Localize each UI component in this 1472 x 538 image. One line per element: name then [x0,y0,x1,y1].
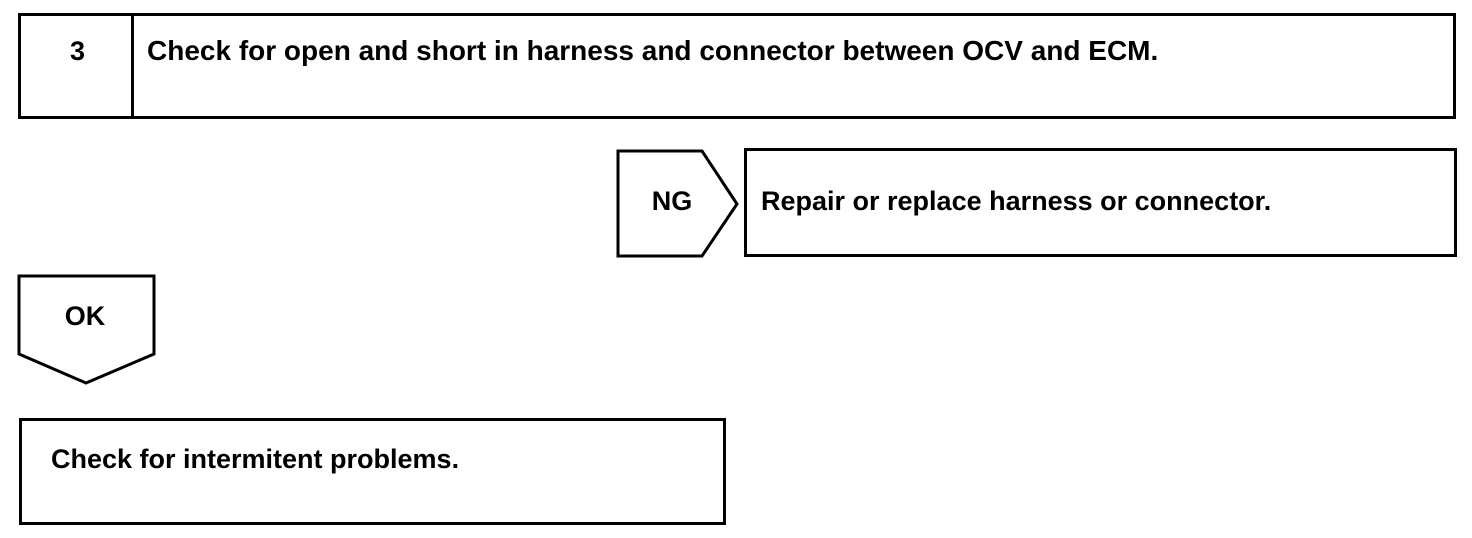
ok-label: OK [64,301,106,331]
step-box: 3 Check for open and short in harness an… [18,13,1456,119]
step-number-cell: 3 [21,16,134,116]
ng-label: NG [651,186,693,216]
ok-result-text: Check for intermitent problems. [51,444,460,474]
ng-result-box: Repair or replace harness or connector. [744,148,1457,257]
step-number: 3 [69,36,86,66]
ok-result-box: Check for intermitent problems. [19,418,726,525]
ng-arrow-shape [616,149,739,258]
step-title: Check for open and short in harness and … [147,35,1159,66]
ok-arrow-shape [17,274,156,385]
ng-result-text: Repair or replace harness or connector. [761,186,1272,216]
